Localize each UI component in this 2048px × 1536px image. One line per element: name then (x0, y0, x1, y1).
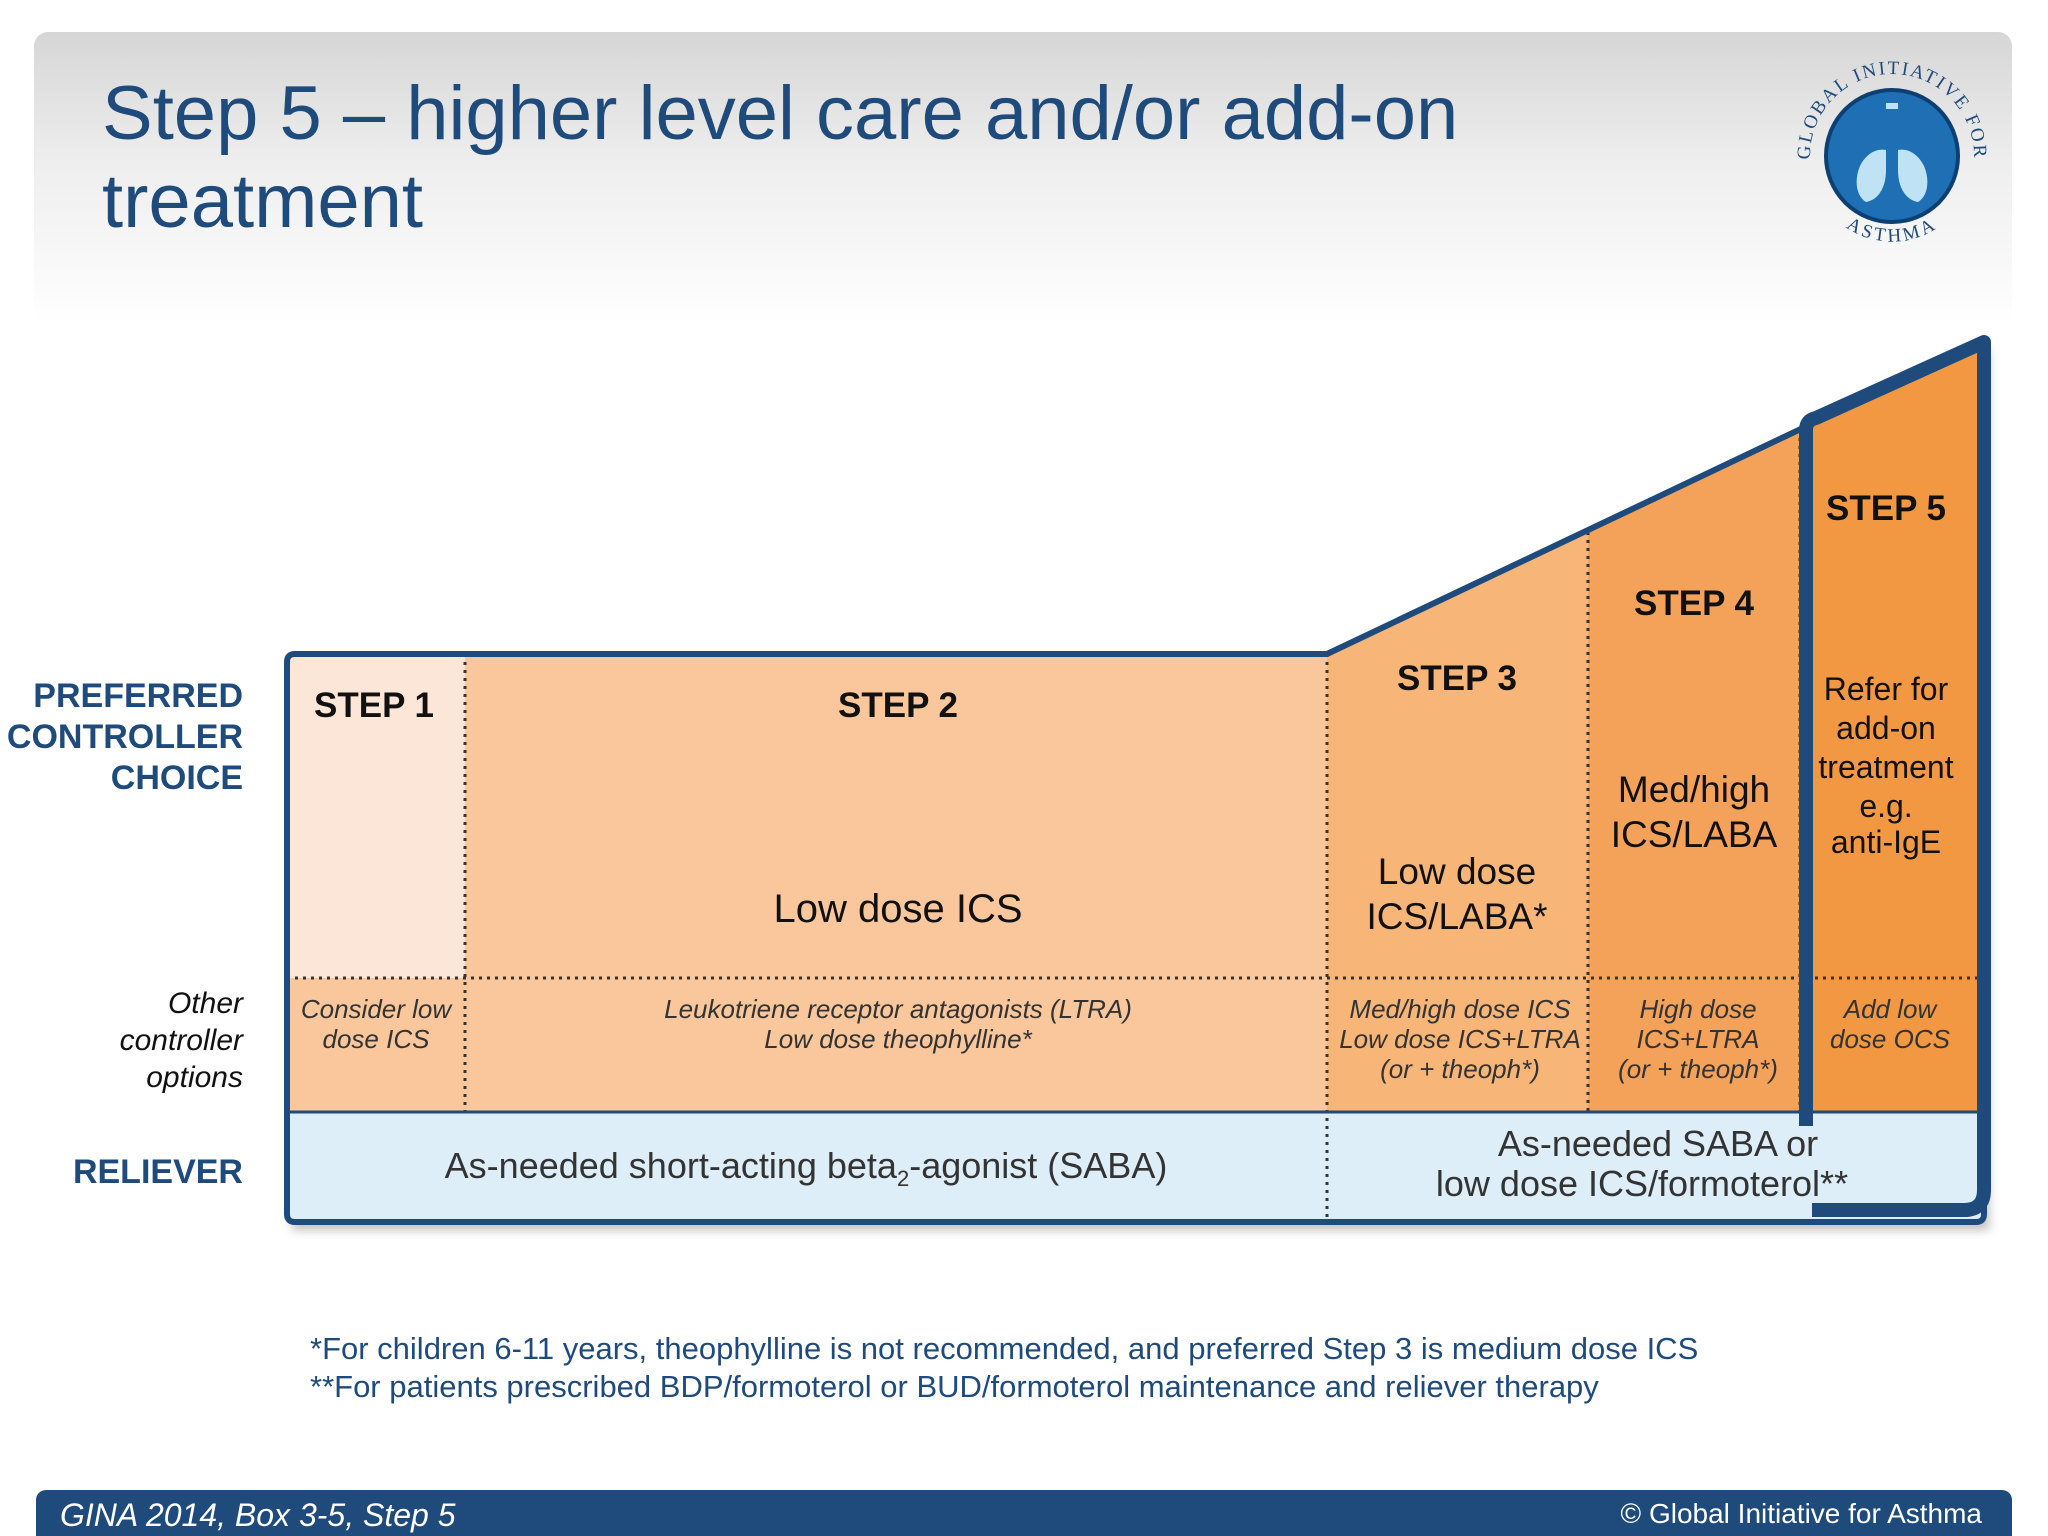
step3-preferred-line: Low dose (1378, 851, 1536, 892)
step2-other-line: Leukotriene receptor antagonists (LTRA) (664, 994, 1132, 1024)
row-label-preferred-line: CHOICE (110, 759, 243, 797)
row-label-preferred-line: PREFERRED (33, 677, 243, 715)
row-label-other-line: controller (119, 1024, 243, 1057)
step5-preferred-line: add-on (1836, 710, 1936, 746)
step3-label: STEP 3 (1397, 659, 1517, 698)
diagram-outline (284, 339, 1987, 1225)
step2-fill (465, 654, 1327, 978)
step4-preferred-line: Med/high (1618, 769, 1770, 810)
row-label-other-line: Other (167, 987, 243, 1020)
step5-preferred-line: Refer for (1824, 671, 1949, 707)
step4-label: STEP 4 (1634, 584, 1755, 623)
gina-logo: GLOBAL INITIATIVE FOR ASTHMA (1794, 58, 1989, 247)
reliever-saba-prefix: As-needed short-acting beta (445, 1145, 898, 1186)
step1-other-line: Consider low (301, 994, 454, 1024)
other-options-cell-step5 (1800, 978, 1984, 1112)
other-options-cell-step1 (287, 978, 465, 1112)
other-options-cell-step2 (465, 978, 1327, 1112)
step5-fill (1800, 342, 1984, 978)
step1-fill (287, 654, 465, 978)
step5-preferred-line: e.g. (1859, 788, 1912, 824)
header-band (34, 32, 2012, 324)
lung-right-icon (1898, 106, 1928, 202)
step2-other-line: Low dose theophylline* (764, 1024, 1032, 1054)
step1-other-line: dose ICS (323, 1024, 431, 1054)
step5-preferred-line: anti-IgE (1831, 824, 1941, 860)
step2-label: STEP 2 (838, 686, 958, 725)
reliever-saba-subscript: 2 (897, 1166, 909, 1191)
reliever-saba-text: As-needed short-acting beta2-agonist (SA… (445, 1145, 1168, 1191)
footer-bar: GINA 2014, Box 3-5, Step 5 © Global Init… (36, 1490, 2012, 1536)
footnotes: *For children 6-11 years, theophylline i… (310, 1330, 1950, 1406)
reliever-combo-line: low dose ICS/formoterol** (1436, 1163, 1848, 1204)
footnote-maintenance-reliever: **For patients prescribed BDP/formoterol… (310, 1369, 1599, 1404)
reliever-combo-line: As-needed SABA or (1498, 1123, 1818, 1164)
step4-other-line: ICS+LTRA (1636, 1024, 1759, 1054)
other-options-cell-step3 (1327, 978, 1588, 1112)
step3-fill (1327, 532, 1588, 978)
step5-other-line: Add low (1842, 994, 1939, 1024)
footer-source: GINA 2014, Box 3-5, Step 5 (60, 1497, 456, 1533)
footnote-children: *For children 6-11 years, theophylline i… (310, 1331, 1699, 1366)
other-options-cell-step4 (1588, 978, 1800, 1112)
step1-label: STEP 1 (314, 686, 434, 725)
page-title: Step 5 – higher level care and/or add-on… (102, 71, 1459, 244)
step5-other-line: dose OCS (1830, 1024, 1951, 1054)
footer-copyright: © Global Initiative for Asthma (1620, 1498, 1982, 1529)
step5-preferred-line: treatment (1818, 749, 1953, 785)
step4-preferred-line: ICS/LABA (1611, 814, 1778, 855)
row-label-preferred: PREFERRED CONTROLLER CHOICE (0, 676, 243, 799)
step4-other-line: (or + theoph*) (1618, 1054, 1778, 1084)
row-label-reliever: RELIEVER (72, 1153, 243, 1191)
step3-preferred-line: ICS/LABA* (1367, 896, 1548, 937)
step4-fill (1588, 430, 1800, 978)
step5-highlight-frame (1799, 335, 1991, 1217)
step2-preferred: Low dose ICS (773, 887, 1022, 931)
reliever-row (287, 1112, 1984, 1222)
step3-other-line: (or + theoph*) (1380, 1054, 1540, 1084)
step3-other-line: Low dose ICS+LTRA (1339, 1024, 1581, 1054)
step5-label: STEP 5 (1826, 489, 1946, 528)
row-label-other: Other controller options (0, 985, 243, 1096)
reliever-saba-suffix: -agonist (SABA) (909, 1145, 1167, 1186)
row-label-preferred-line: CONTROLLER (6, 718, 243, 756)
step3-other-line: Med/high dose ICS (1349, 994, 1571, 1024)
step4-other-line: High dose (1639, 994, 1756, 1024)
lung-left-icon (1856, 106, 1886, 202)
row-label-other-line: options (146, 1061, 243, 1094)
stepwise-diagram: STEP 1 STEP 2 STEP 3 STEP 4 STEP 5 Low d… (284, 335, 1991, 1225)
